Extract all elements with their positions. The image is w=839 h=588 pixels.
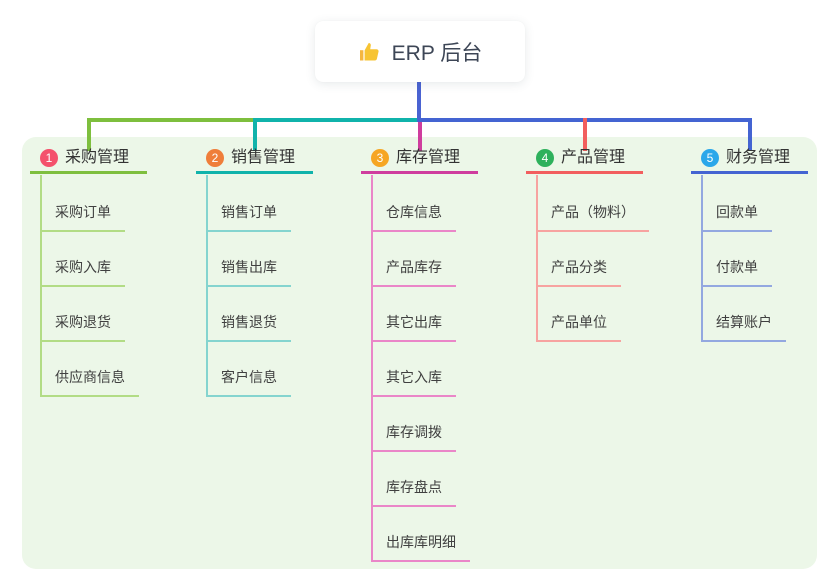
child-node[interactable]: 回款单 [701, 202, 772, 232]
root-title: ERP 后台 [391, 41, 483, 65]
branch-number-badge: 1 [40, 149, 58, 167]
child-node[interactable]: 供应商信息 [40, 367, 139, 397]
branch-title-node[interactable]: 4 产品管理 [526, 148, 643, 174]
child-node[interactable]: 付款单 [701, 257, 772, 287]
root-connector-vertical [417, 81, 421, 120]
branches-panel [22, 137, 817, 569]
branch-title-node[interactable]: 5 财务管理 [691, 148, 808, 174]
child-node[interactable]: 结算账户 [701, 312, 786, 342]
connector-drop-branch-5 [748, 118, 752, 151]
connector-drop-branch-3 [418, 122, 422, 151]
branch-title-label: 产品管理 [561, 149, 626, 166]
branch-title-node[interactable]: 1 采购管理 [30, 148, 147, 174]
branch-title-node[interactable]: 2 销售管理 [196, 148, 313, 174]
child-node[interactable]: 客户信息 [206, 367, 291, 397]
child-node[interactable]: 出库库明细 [371, 532, 470, 562]
child-node[interactable]: 采购入库 [40, 257, 125, 287]
connector-horizontal-mid [253, 118, 421, 122]
branch-number-badge: 4 [536, 149, 554, 167]
branch-title-node[interactable]: 3 库存管理 [361, 148, 478, 174]
root-node[interactable]: ERP 后台 [315, 21, 525, 82]
branch-number-badge: 3 [371, 149, 389, 167]
child-node[interactable]: 采购退货 [40, 312, 125, 342]
child-node[interactable]: 采购订单 [40, 202, 125, 232]
thumbs-up-icon [358, 40, 382, 64]
connector-drop-branch-2 [253, 118, 257, 151]
branch-number-badge: 5 [701, 149, 719, 167]
child-node[interactable]: 产品（物料） [536, 202, 649, 232]
child-node[interactable]: 仓库信息 [371, 202, 456, 232]
child-node[interactable]: 产品库存 [371, 257, 456, 287]
child-node[interactable]: 销售订单 [206, 202, 291, 232]
branch-title-label: 库存管理 [396, 149, 461, 166]
connector-drop-branch-1 [87, 118, 91, 151]
branch-child-spine [536, 175, 538, 342]
child-node[interactable]: 库存盘点 [371, 477, 456, 507]
child-node[interactable]: 库存调拨 [371, 422, 456, 452]
branch-child-spine [701, 175, 703, 342]
child-node[interactable]: 产品单位 [536, 312, 621, 342]
child-node[interactable]: 销售出库 [206, 257, 291, 287]
branch-title-label: 财务管理 [726, 149, 791, 166]
branch-number-badge: 2 [206, 149, 224, 167]
child-node[interactable]: 其它入库 [371, 367, 456, 397]
branch-child-spine [371, 175, 373, 562]
child-node[interactable]: 其它出库 [371, 312, 456, 342]
child-node[interactable]: 产品分类 [536, 257, 621, 287]
branch-title-label: 采购管理 [65, 149, 130, 166]
connector-drop-branch-4 [583, 118, 587, 151]
branch-title-label: 销售管理 [231, 149, 296, 166]
child-node[interactable]: 销售退货 [206, 312, 291, 342]
connector-horizontal-left [87, 118, 257, 122]
